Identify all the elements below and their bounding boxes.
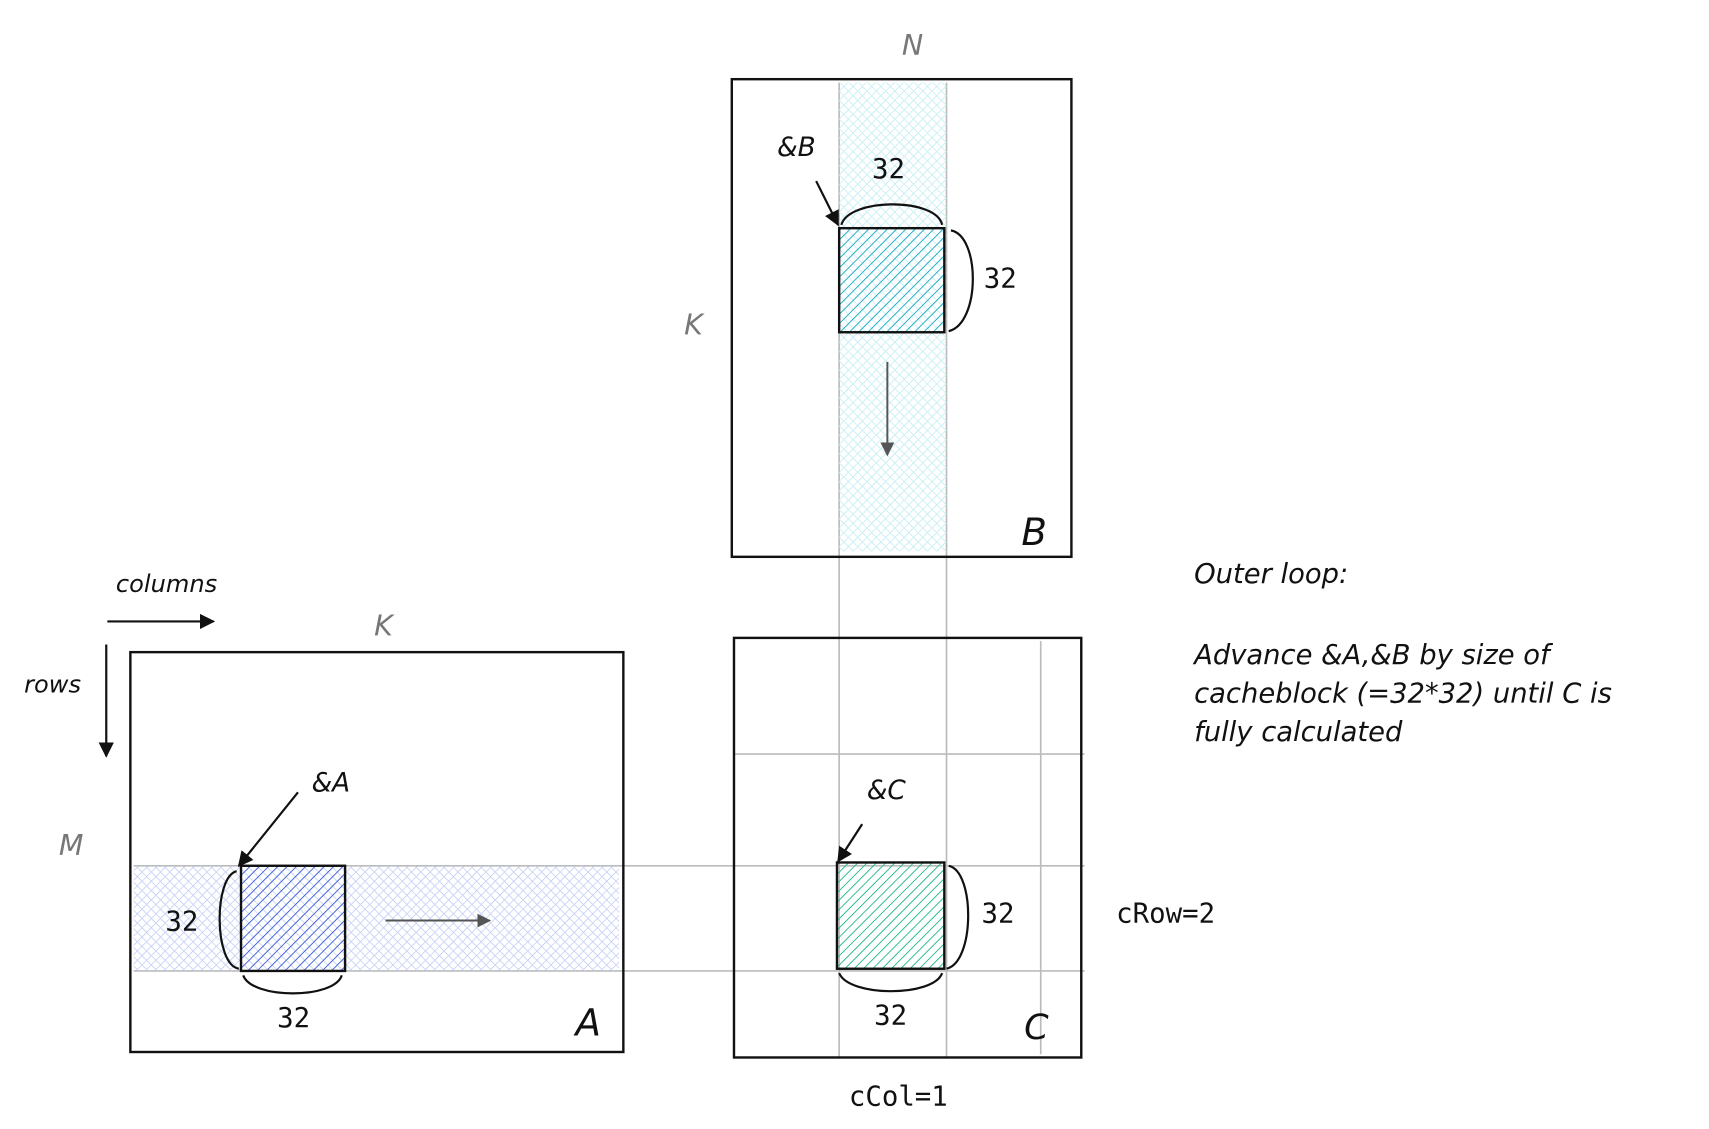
b-frame <box>730 77 1073 559</box>
c-col-index: cCol=1 <box>849 1082 948 1113</box>
c-bottom-brace <box>838 972 944 993</box>
note-title: Outer loop: <box>1194 559 1348 590</box>
c-frame <box>732 636 1083 1059</box>
c-name-label: C <box>1024 1007 1049 1048</box>
b-right-brace <box>948 229 974 333</box>
note-line: cacheblock (=32*32) until C is <box>1194 679 1612 710</box>
a-k-label: K <box>374 610 395 643</box>
b-name-label: B <box>1021 510 1047 554</box>
b-n-label: N <box>902 29 923 62</box>
b-cache-block <box>837 226 946 334</box>
a-name-label: A <box>574 1001 601 1045</box>
b-block-height: 32 <box>984 263 1017 294</box>
a-left-brace <box>218 870 240 970</box>
a-block-height: 32 <box>165 906 198 937</box>
a-pointer-label: &A <box>312 768 350 798</box>
a-bottom-brace <box>242 974 343 995</box>
b-pointer-label: &B <box>777 133 816 163</box>
rows-label: rows <box>24 671 81 699</box>
a-m-label: M <box>59 829 84 862</box>
c-right-brace <box>946 864 970 970</box>
b-pointer-arrow <box>815 180 840 227</box>
c-pointer-arrow <box>837 823 864 863</box>
c-row-index: cRow=2 <box>1116 899 1215 930</box>
a-cache-block <box>239 864 347 973</box>
a-block-width: 32 <box>277 1003 310 1034</box>
outer-loop-note: Outer loop: Advance &A,&B by size of cac… <box>1192 559 1612 748</box>
b-block-width: 32 <box>872 154 905 185</box>
c-pointer-label: &C <box>867 776 906 806</box>
columns-label: columns <box>116 570 218 598</box>
c-block-width: 32 <box>874 1001 907 1032</box>
matrix-c: &C 32 32 C cRow=2 cCol=1 <box>732 636 1215 1113</box>
c-cache-block <box>835 861 946 970</box>
note-line: fully calculated <box>1194 717 1403 748</box>
b-top-brace <box>840 203 944 226</box>
a-row-strip <box>133 865 619 971</box>
matrix-a: K M columns rows &A 32 32 A <box>24 570 625 1054</box>
a-pointer-arrow <box>237 791 299 867</box>
a-frame <box>129 650 625 1054</box>
note-line: Advance &A,&B by size of <box>1192 640 1554 671</box>
c-block-height: 32 <box>982 899 1015 930</box>
matrix-b: N K &B 32 32 B <box>684 29 1073 559</box>
b-k-label: K <box>684 308 705 341</box>
